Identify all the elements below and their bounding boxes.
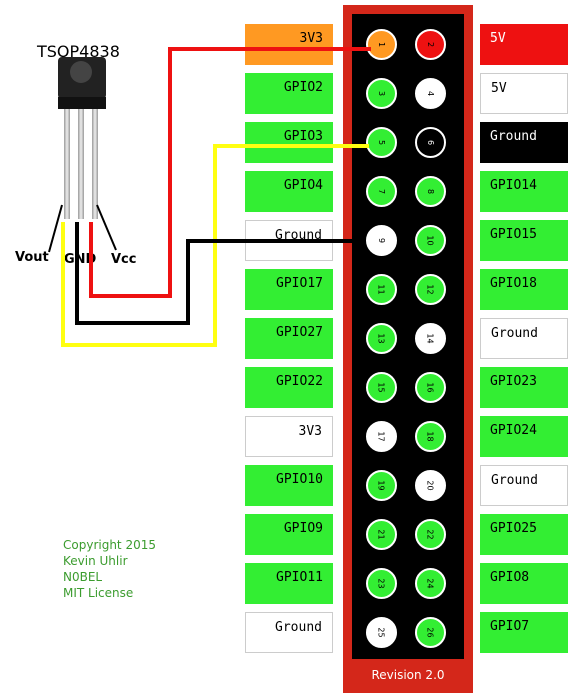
header-pin: 20 <box>415 470 446 501</box>
header-pin: 4 <box>415 78 446 109</box>
tsop-sensor-base <box>58 97 106 109</box>
right-pin-label: Ground <box>480 465 568 506</box>
header-pin: 9 <box>366 225 397 256</box>
left-pin-label: GPIO27 <box>245 318 333 359</box>
author-line: Kevin Uhlir <box>63 554 128 568</box>
left-pin-label: 3V3 <box>245 24 333 65</box>
right-pin-label: 5V <box>480 73 568 114</box>
header-pin: 13 <box>366 323 397 354</box>
right-pin-label: GPIO7 <box>480 612 568 653</box>
sensor-lead-vout <box>64 109 70 219</box>
right-pin-label: GPIO14 <box>480 171 568 212</box>
header-pin: 11 <box>366 274 397 305</box>
left-pin-label: GPIO17 <box>245 269 333 310</box>
header-pin: 25 <box>366 617 397 648</box>
right-pin-label: GPIO25 <box>480 514 568 555</box>
left-pin-label: GPIO4 <box>245 171 333 212</box>
left-pin-label: GPIO2 <box>245 73 333 114</box>
header-pin: 14 <box>415 323 446 354</box>
vcc-pointer-line <box>96 204 117 251</box>
sensor-title: TSOP4838 <box>37 42 120 61</box>
tsop-sensor-lens <box>70 61 92 83</box>
gnd-label: GND <box>64 252 97 267</box>
header-pin: 15 <box>366 372 397 403</box>
left-pin-label: GPIO11 <box>245 563 333 604</box>
header-pin: 10 <box>415 225 446 256</box>
left-pin-label: GPIO22 <box>245 367 333 408</box>
right-pin-label: GPIO18 <box>480 269 568 310</box>
gnd-wire <box>75 222 366 325</box>
right-pin-label: GPIO15 <box>480 220 568 261</box>
copyright-line: Copyright 2015 <box>63 538 156 552</box>
vcc-wire <box>89 47 371 298</box>
right-pin-label: 5V <box>480 24 568 65</box>
right-pin-label: GPIO8 <box>480 563 568 604</box>
left-pin-label: Ground <box>245 612 333 653</box>
right-pin-label: GPIO24 <box>480 416 568 457</box>
header-pin: 22 <box>415 519 446 550</box>
license-line: MIT License <box>63 586 134 600</box>
right-pin-label: GPIO23 <box>480 367 568 408</box>
left-pin-label: GPIO10 <box>245 465 333 506</box>
header-pin: 12 <box>415 274 446 305</box>
header-pin: 24 <box>415 568 446 599</box>
header-pin: 23 <box>366 568 397 599</box>
header-pin: 8 <box>415 176 446 207</box>
board-revision: Revision 2.0 <box>371 668 445 682</box>
header-pin: 21 <box>366 519 397 550</box>
vout-pointer-line <box>48 204 63 253</box>
sensor-lead-gnd <box>78 109 84 219</box>
left-pin-label: GPIO9 <box>245 514 333 555</box>
header-pin: 16 <box>415 372 446 403</box>
copyright-notice: Copyright 2015 Kevin Uhlir N0BEL MIT Lic… <box>63 537 156 601</box>
left-pin-label: 3V3 <box>245 416 333 457</box>
header-pin: 19 <box>366 470 397 501</box>
header-pin: 3 <box>366 78 397 109</box>
header-pin: 1 <box>366 29 397 60</box>
vcc-label: Vcc <box>111 252 137 267</box>
vout-label: Vout <box>15 250 49 265</box>
vout-wire <box>61 144 369 347</box>
left-pin-label: GPIO3 <box>245 122 333 163</box>
callsign-line: N0BEL <box>63 570 103 584</box>
header-pin: 2 <box>415 29 446 60</box>
sensor-lead-vcc <box>92 109 98 219</box>
header-pin: 5 <box>366 127 397 158</box>
header-pin: 26 <box>415 617 446 648</box>
header-pin: 6 <box>415 127 446 158</box>
header-pin: 18 <box>415 421 446 452</box>
header-pin: 17 <box>366 421 397 452</box>
right-pin-label: Ground <box>480 318 568 359</box>
right-pin-label: Ground <box>480 122 568 163</box>
header-pin: 7 <box>366 176 397 207</box>
